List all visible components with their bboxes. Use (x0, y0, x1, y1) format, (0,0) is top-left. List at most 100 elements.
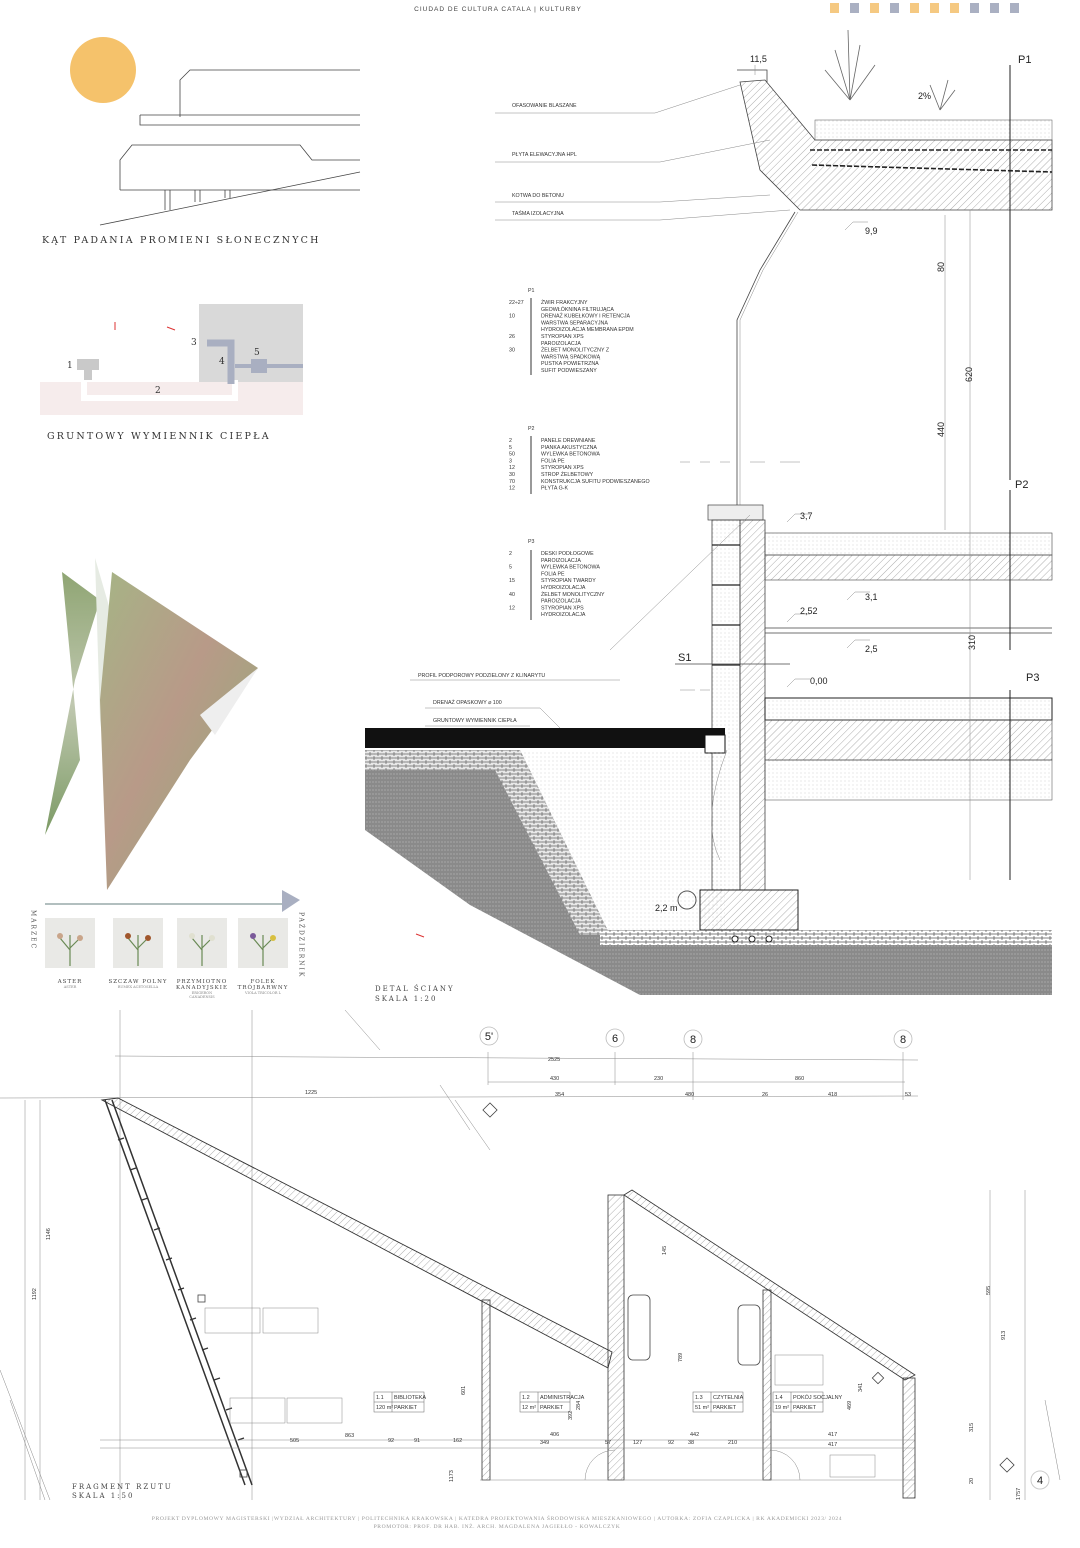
layer-material: PAROIZOLACJA (541, 599, 581, 605)
room-area: 51 m² (695, 1405, 709, 1411)
layer-material: HYDROIZOLACJA MEMBRANA EPDM (541, 327, 634, 333)
plant-latin-name: RUMEX ACETOSELLA (118, 985, 159, 989)
layer-material: DESKI PODŁOGOWE (541, 551, 594, 557)
room-floor: PARKIET (540, 1405, 564, 1411)
room-floor: PARKIET (713, 1405, 737, 1411)
layer-material: STYROPIAN XPS (541, 334, 584, 340)
dim-total: 2525 (548, 1057, 560, 1063)
sun-section-title: KĄT PADANIA PROMIENI SŁONECZNYCH (42, 235, 321, 246)
exchanger-label-5: 5 (254, 348, 260, 358)
plant-latin-name: VIOLA TRICOLOR L (244, 991, 282, 995)
wall-detail-section (365, 29, 1053, 995)
grid-axis-marker: 6 (605, 1028, 625, 1048)
layer-material: HYDROIZOLACJA (541, 612, 586, 618)
side-dim-315: 315 (969, 1423, 975, 1432)
flower-icon (125, 933, 131, 939)
dim-c: 860 (795, 1076, 804, 1082)
color-swatch (890, 3, 899, 13)
dim-e: 480 (685, 1092, 694, 1098)
page-marker: 4 (1037, 1475, 1043, 1487)
callout-drain: DRENAŻ OPASKOWY ⌀ 100 (433, 699, 502, 706)
layer-material: FOLIA PE (541, 458, 565, 464)
layer-thickness: 22÷27 (509, 300, 524, 306)
exchanger-label-4: 4 (219, 357, 225, 367)
plan-scale: SKALA 1:50 (72, 1492, 134, 1500)
layer-thickness: 15 (509, 578, 515, 584)
axis-label: 5' (485, 1031, 493, 1043)
dim-440: 440 (936, 422, 946, 437)
bottom-dimension: 349 (540, 1440, 549, 1446)
sun-icon (70, 37, 136, 103)
room-name: CZYTELNIA (713, 1395, 744, 1401)
footer-line-1: PROJEKT DYPLOMOWY MAGISTERSKI |WYDZIAŁ A… (152, 1514, 842, 1522)
callout-anchor: KOTWA DO BETONU (512, 193, 564, 199)
plant-latin-name: ERIGERON (192, 991, 213, 995)
layer-material: GEOWŁÓKNINA FILTRUJĄCA (541, 306, 614, 313)
flower-icon (145, 935, 151, 941)
flower-icon (189, 933, 195, 939)
flower-icon (77, 935, 83, 941)
bottom-dimension: 91 (414, 1438, 420, 1444)
level-2-5: 2,5 (865, 644, 878, 654)
detail-title: DETAL ŚCIANY (375, 984, 455, 993)
layer-thickness: 30 (509, 348, 515, 354)
plant-name: FOLEK (250, 979, 275, 985)
bottom-dimension: 863 (345, 1433, 354, 1439)
room-area: 19 m² (775, 1405, 789, 1411)
side-dim-789: 789 (678, 1353, 684, 1362)
room-label-grid (693, 1392, 743, 1412)
callout-support-profile: PROFIL PODPOROWY PODZIELONY Z KLINARYTU (418, 673, 545, 679)
layer-material: STYROPIAN XPS (541, 465, 584, 471)
room-number: 1.1 (376, 1395, 384, 1401)
level-roof-bottom: 9,9 (865, 226, 878, 236)
room-name: ADMINISTRACJA (540, 1395, 585, 1401)
marker-s1: S1 (678, 652, 691, 664)
bottom-dimension: 92 (668, 1440, 674, 1446)
layer-material: ŻELBET MONOLITYCZNY (541, 591, 605, 598)
plant-latin-name: ASTER (63, 985, 77, 989)
dim-h: 53 (905, 1092, 911, 1098)
level-3-1: 3,1 (865, 592, 878, 602)
axis-bubble (683, 1029, 703, 1049)
layer-material: PANELE DREWNIANE (541, 438, 596, 444)
room-area: 12 m² (522, 1405, 536, 1411)
marker-p1: P1 (1018, 54, 1031, 66)
layer-thickness: 12 (509, 465, 515, 471)
dim-a: 430 (550, 1076, 559, 1082)
bottom-dimension: 406 (550, 1432, 559, 1438)
color-swatches (830, 3, 1019, 13)
marker-p2: P2 (1015, 479, 1028, 491)
layer-material: FOLIA PE (541, 571, 565, 577)
side-dim-1192: 1192 (32, 1288, 38, 1300)
plant-name-line2: KANADYJSKIE (176, 985, 228, 991)
room-label-grid (773, 1392, 823, 1412)
side-dim-601: 601 (461, 1386, 467, 1395)
layer-material: WYLEWKA BETONOWA (541, 452, 600, 458)
flower-icon (209, 935, 215, 941)
layer-material: STYROPIAN TWARDY (541, 578, 596, 584)
plant-name-line2: TRÓJBARWNY (238, 983, 289, 991)
layer-material: PIANKA AKUSTYCZNA (541, 445, 597, 451)
color-swatch (830, 3, 839, 13)
callout-hpl-panel: PŁYTA ELEWACYJNA HPL (512, 152, 577, 158)
layer-material: ŻWIR FRAKCYJNY (541, 299, 588, 306)
callout-insulation-tape: TAŚMA IZOLACYJNA (512, 209, 564, 217)
plant-latin-name-line2: CANADENSIS (189, 995, 215, 999)
layer-material: WYLEWKA BETONOWA (541, 565, 600, 571)
layer-thickness: 12 (509, 486, 515, 492)
level-top: 11,5 (750, 54, 767, 64)
room-number: 1.2 (522, 1395, 530, 1401)
flower-icon (57, 933, 63, 939)
side-dim-913: 913 (1001, 1331, 1007, 1340)
level-zero: 0,00 (810, 676, 828, 686)
layer-thickness: 26 (509, 334, 515, 340)
bottom-dimension: 442 (690, 1432, 699, 1438)
header-title: CIUDAD DE CULTURA CATALA | KULTURBY (414, 6, 582, 13)
layer-material: PAROIZOLACJA (541, 341, 581, 347)
